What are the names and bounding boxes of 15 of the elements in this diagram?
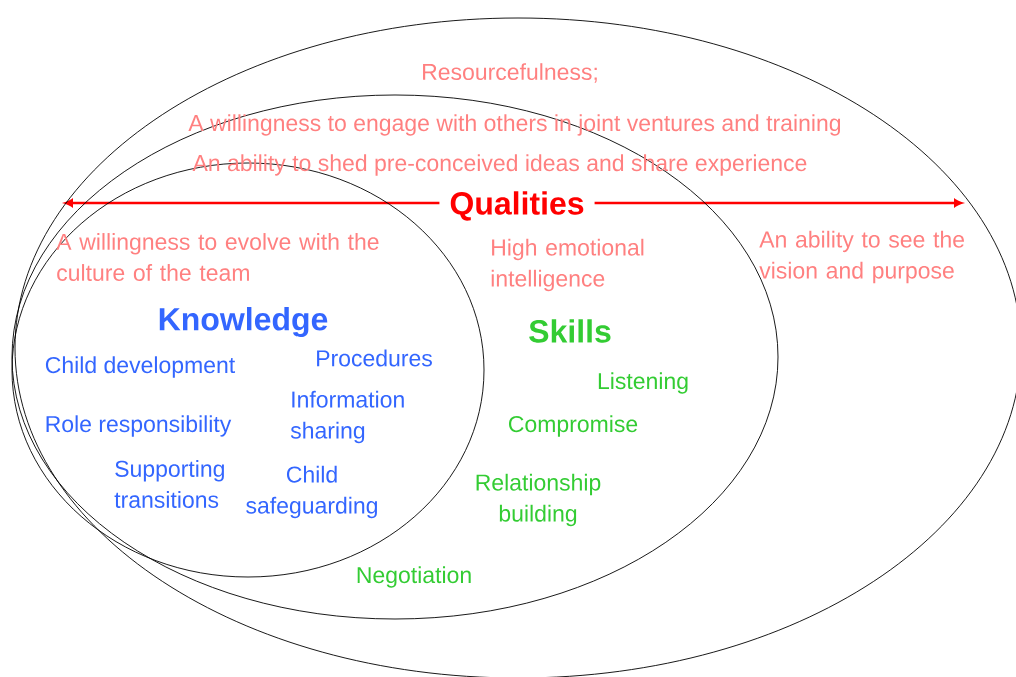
item-text: Child development (45, 356, 235, 378)
item-text: Negotiation (357, 566, 471, 588)
item-text: Information sharing (290, 390, 404, 444)
heading: Knowledge (159, 307, 328, 337)
item-text: Role responsibility (46, 415, 232, 437)
item-text: Listening (598, 372, 688, 394)
item-text: Procedures (317, 349, 432, 367)
item-text: Supporting transitions (114, 460, 224, 508)
heading: Qualities (439, 189, 595, 223)
item-text: Resourcefulness; (423, 63, 597, 83)
item-text: Child safeguarding (246, 465, 377, 519)
item-text: Relationship building (476, 473, 601, 527)
item-text: Compromise (509, 415, 638, 437)
heading: Skills (529, 319, 611, 343)
item-text: An ability to see the vision and purpose (759, 230, 964, 284)
